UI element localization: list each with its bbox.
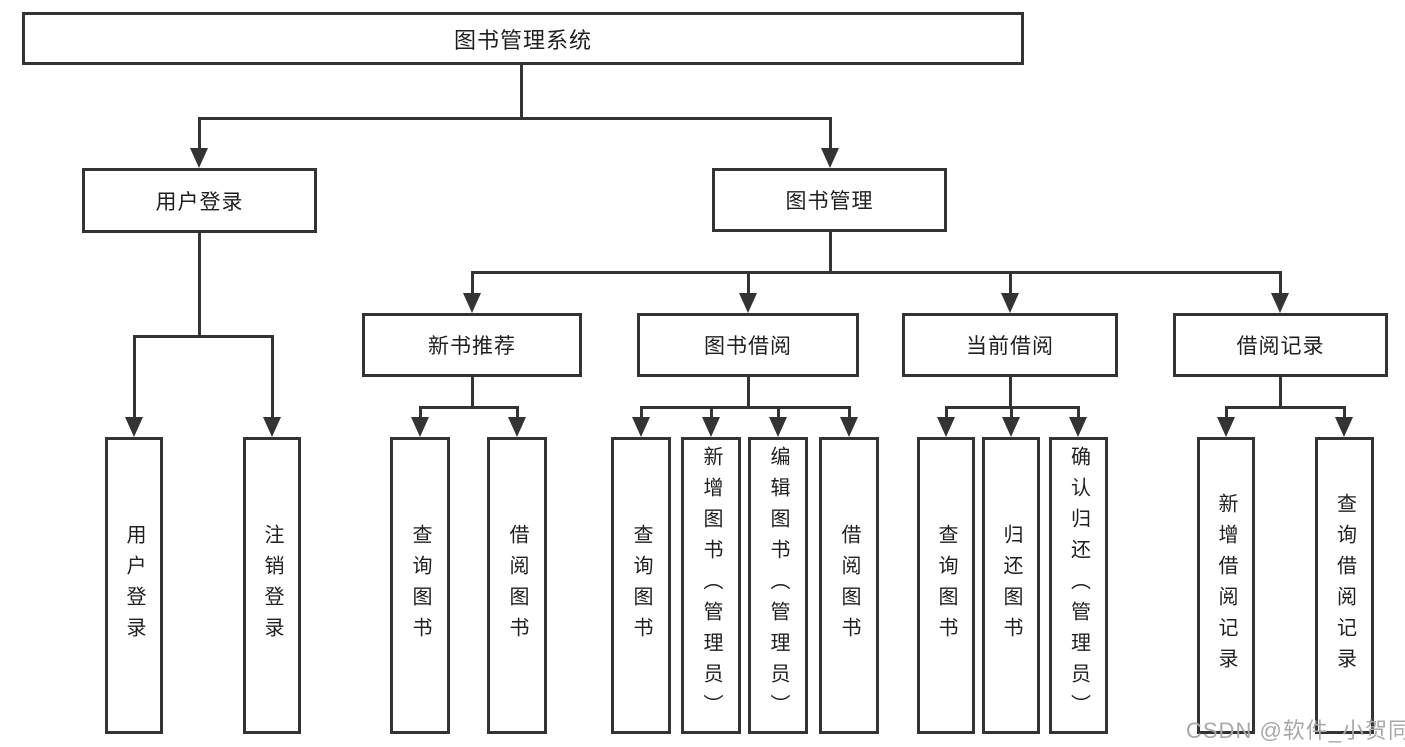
- connector-drop: [516, 406, 519, 419]
- leaf-label: 用户登录: [123, 523, 145, 648]
- arrowhead: [702, 417, 720, 437]
- connector-drop: [1343, 406, 1346, 419]
- arrowhead: [821, 148, 839, 168]
- leaf-label: 查询图书: [935, 523, 957, 648]
- leaf-label: 新增借阅记录: [1215, 492, 1237, 679]
- arrowhead: [263, 417, 281, 437]
- leaf-label: 编辑图书（管理员）: [767, 446, 789, 725]
- node-borrowing-records: 借阅记录: [1173, 313, 1388, 377]
- arrowhead: [411, 417, 429, 437]
- connector-stub: [1279, 377, 1282, 407]
- connector-rail: [419, 406, 519, 409]
- connector-rail: [640, 406, 850, 409]
- connector-book-mgmt-stub: [829, 232, 832, 272]
- arrowhead: [632, 417, 650, 437]
- leaf-label: 新增图书（管理员）: [700, 446, 722, 725]
- connector-drop: [471, 271, 474, 295]
- node-user-login: 用户登录: [82, 168, 317, 233]
- connector-drop: [848, 406, 851, 419]
- connector-book-mgmt-drop: [829, 117, 832, 149]
- connector-stub: [747, 377, 750, 407]
- leaf-return-book: 归还图书: [982, 437, 1040, 734]
- arrowhead: [463, 293, 481, 313]
- leaf-query-borrow-record: 查询借阅记录: [1315, 437, 1374, 734]
- arrowhead: [508, 417, 526, 437]
- arrowhead: [1002, 417, 1020, 437]
- connector-drop: [1225, 406, 1228, 419]
- connector-user-login-stub: [198, 233, 201, 336]
- connector-drop: [133, 335, 136, 419]
- connector-root-stub: [520, 65, 523, 118]
- connector-rail: [1225, 406, 1345, 409]
- connector-drop: [1077, 406, 1080, 419]
- connector-drop: [640, 406, 643, 419]
- csdn-watermark: CSDN @软件_小贺同学: [1186, 718, 1405, 743]
- node-library-management-system: 图书管理系统: [22, 12, 1024, 65]
- connector-drop: [1009, 271, 1012, 295]
- leaf-label: 确认归还（管理员）: [1067, 446, 1090, 725]
- leaf-query-books-current: 查询图书: [917, 437, 975, 734]
- node-book-borrowing: 图书借阅: [637, 313, 859, 377]
- leaf-label: 查询图书: [409, 523, 431, 648]
- leaf-borrow-books-recommend: 借阅图书: [487, 437, 547, 734]
- leaf-borrow-books-borrowing: 借阅图书: [819, 437, 879, 734]
- connector-drop: [1279, 271, 1282, 295]
- connector-level2-rail: [198, 117, 832, 120]
- arrowhead: [1001, 293, 1019, 313]
- node-book-management: 图书管理: [712, 168, 947, 232]
- connector-stub: [1009, 377, 1012, 407]
- leaf-confirm-return-admin: 确认归还（管理员）: [1049, 437, 1108, 734]
- connector-drop: [777, 406, 780, 419]
- leaf-label: 借阅图书: [506, 523, 528, 648]
- connector-level3-rail: [471, 271, 1282, 274]
- leaf-query-books-borrowing: 查询图书: [611, 437, 671, 734]
- node-new-book-recommend: 新书推荐: [362, 313, 582, 377]
- connector-stub: [471, 377, 474, 407]
- leaf-query-books-recommend: 查询图书: [390, 437, 450, 734]
- arrowhead: [1069, 417, 1087, 437]
- arrowhead: [190, 148, 208, 168]
- arrowhead: [739, 293, 757, 313]
- connector-user-login-drop: [198, 117, 201, 149]
- node-current-borrowing: 当前借阅: [902, 313, 1118, 377]
- arrowhead: [769, 417, 787, 437]
- arrowhead: [840, 417, 858, 437]
- connector-drop: [1010, 406, 1013, 419]
- arrowhead: [1335, 417, 1353, 437]
- leaf-label: 归还图书: [1000, 523, 1022, 648]
- arrowhead: [125, 417, 143, 437]
- connector-drop: [419, 406, 422, 419]
- connector-drop: [747, 271, 750, 295]
- leaf-edit-book-admin: 编辑图书（管理员）: [748, 437, 808, 734]
- connector-drop: [271, 335, 274, 419]
- leaf-user-login: 用户登录: [105, 437, 163, 734]
- leaf-label: 查询图书: [630, 523, 652, 648]
- connector-user-login-rail: [133, 335, 274, 338]
- arrowhead: [1217, 417, 1235, 437]
- arrowhead: [937, 417, 955, 437]
- leaf-logout: 注销登录: [243, 437, 301, 734]
- leaf-label: 注销登录: [261, 523, 283, 648]
- connector-drop: [710, 406, 713, 419]
- leaf-add-borrow-record: 新增借阅记录: [1197, 437, 1255, 734]
- leaf-label: 查询借阅记录: [1333, 492, 1356, 679]
- leaf-add-book-admin: 新增图书（管理员）: [681, 437, 741, 734]
- connector-drop: [945, 406, 948, 419]
- arrowhead: [1271, 293, 1289, 313]
- leaf-label: 借阅图书: [838, 523, 860, 648]
